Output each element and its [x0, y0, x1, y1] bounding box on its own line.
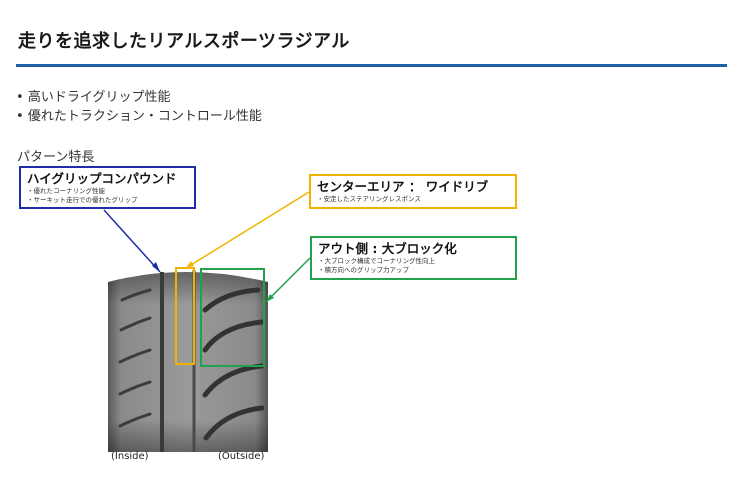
callout-note: 優れたコーナリング性能	[27, 187, 188, 196]
callout-heading: アウト側 : 大ブロック化	[318, 241, 457, 256]
pattern-features-label: パターン特長	[17, 150, 95, 165]
callout-heading: センターエリア ： ワイドリブ	[317, 179, 489, 194]
callout-note: 積方向へのグリップ力アップ	[318, 266, 509, 275]
outside-block-highlight	[200, 268, 265, 367]
callout-outside-block: アウト側 : 大ブロック化 大ブロック構成でコーナリング性向上 積方向へのグリッ…	[310, 236, 517, 280]
callout-center-area: センターエリア ： ワイドリブ 安定したステアリングレスポンス	[309, 174, 517, 209]
callout-heading: ハイグリップコンパウンド	[27, 171, 177, 186]
outside-pointer	[265, 257, 311, 303]
callout-note: 大ブロック構成でコーナリング性向上	[318, 257, 509, 266]
inside-label: (Inside)	[111, 451, 149, 462]
feature-item: 優れたトラクション・コントロール性能	[16, 107, 262, 126]
outside-label: (Outside)	[218, 451, 265, 462]
callout-note: 安定したステアリングレスポンス	[317, 195, 509, 204]
page-title: 走りを追求したリアルスポーツラジアル	[18, 31, 350, 52]
callout-note: サーキット走行での優れたグリップ	[27, 196, 188, 205]
center-area-highlight	[175, 267, 195, 365]
center-pointer	[185, 191, 310, 269]
inside-sipes	[118, 288, 152, 428]
title-divider	[16, 64, 727, 67]
compound-pointer	[103, 209, 161, 273]
callout-compound: ハイグリップコンパウンド 優れたコーナリング性能 サーキット走行での優れたグリッ…	[19, 166, 196, 209]
feature-list: 高いドライグリップ性能 優れたトラクション・コントロール性能	[16, 88, 262, 126]
feature-item: 高いドライグリップ性能	[16, 88, 262, 107]
